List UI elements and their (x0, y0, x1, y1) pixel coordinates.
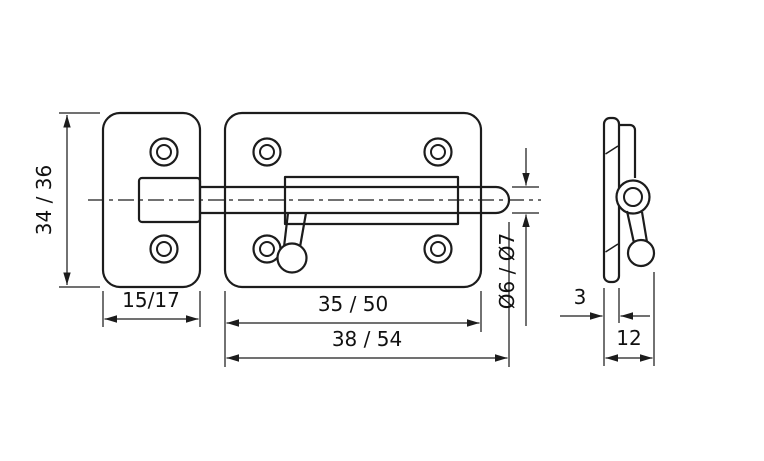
dim-body-length-label: 35 / 50 (318, 292, 388, 316)
dim-plate-thickness: 3 (560, 285, 650, 323)
dim-plate-thickness-label: 3 (574, 285, 587, 309)
dim-body-length: 35 / 50 (224, 291, 482, 367)
side-screw-mark-bottom (605, 243, 619, 253)
side-knob-ball (626, 238, 656, 268)
side-barrel-inner (623, 187, 643, 207)
knob-stem-right (298, 212, 308, 248)
dim-overall-length: 38 / 54 (226, 222, 510, 367)
dim-overall-height: 34 / 36 (32, 112, 100, 288)
keeper-hole-bottom (149, 234, 179, 264)
body-hole-bottom-right (423, 234, 453, 264)
body-hole-bottom-left (252, 234, 282, 264)
dimensions: 34 / 36 15/17 35 / 50 (32, 112, 655, 367)
dim-overall-length-label: 38 / 54 (332, 327, 402, 351)
keeper-hole-top (149, 137, 179, 167)
dim-bolt-diameter-label: Ø6 / Ø7 (495, 233, 519, 309)
bolt-bar (139, 185, 511, 215)
dim-side-depth-label: 12 (616, 326, 641, 350)
bolt-knob (276, 212, 308, 274)
dim-bolt-diameter: Ø6 / Ø7 (495, 148, 539, 326)
side-knob-stem-left (625, 210, 636, 244)
body-hole-top-right (423, 137, 453, 167)
side-knob-stem-right (640, 211, 649, 243)
side-view (602, 116, 656, 284)
dim-keeper-width-label: 15/17 (122, 288, 180, 312)
side-top-tab (619, 123, 637, 178)
dim-overall-height-label: 34 / 36 (32, 165, 56, 235)
dim-keeper-width: 15/17 (102, 288, 201, 327)
side-screw-mark-top (605, 145, 619, 155)
body-hole-top-left (252, 137, 282, 167)
knob-ball (276, 242, 308, 274)
side-barrel-outer (615, 179, 651, 215)
dim-side-depth: 12 (603, 272, 655, 366)
knob-stem-left (282, 212, 290, 248)
